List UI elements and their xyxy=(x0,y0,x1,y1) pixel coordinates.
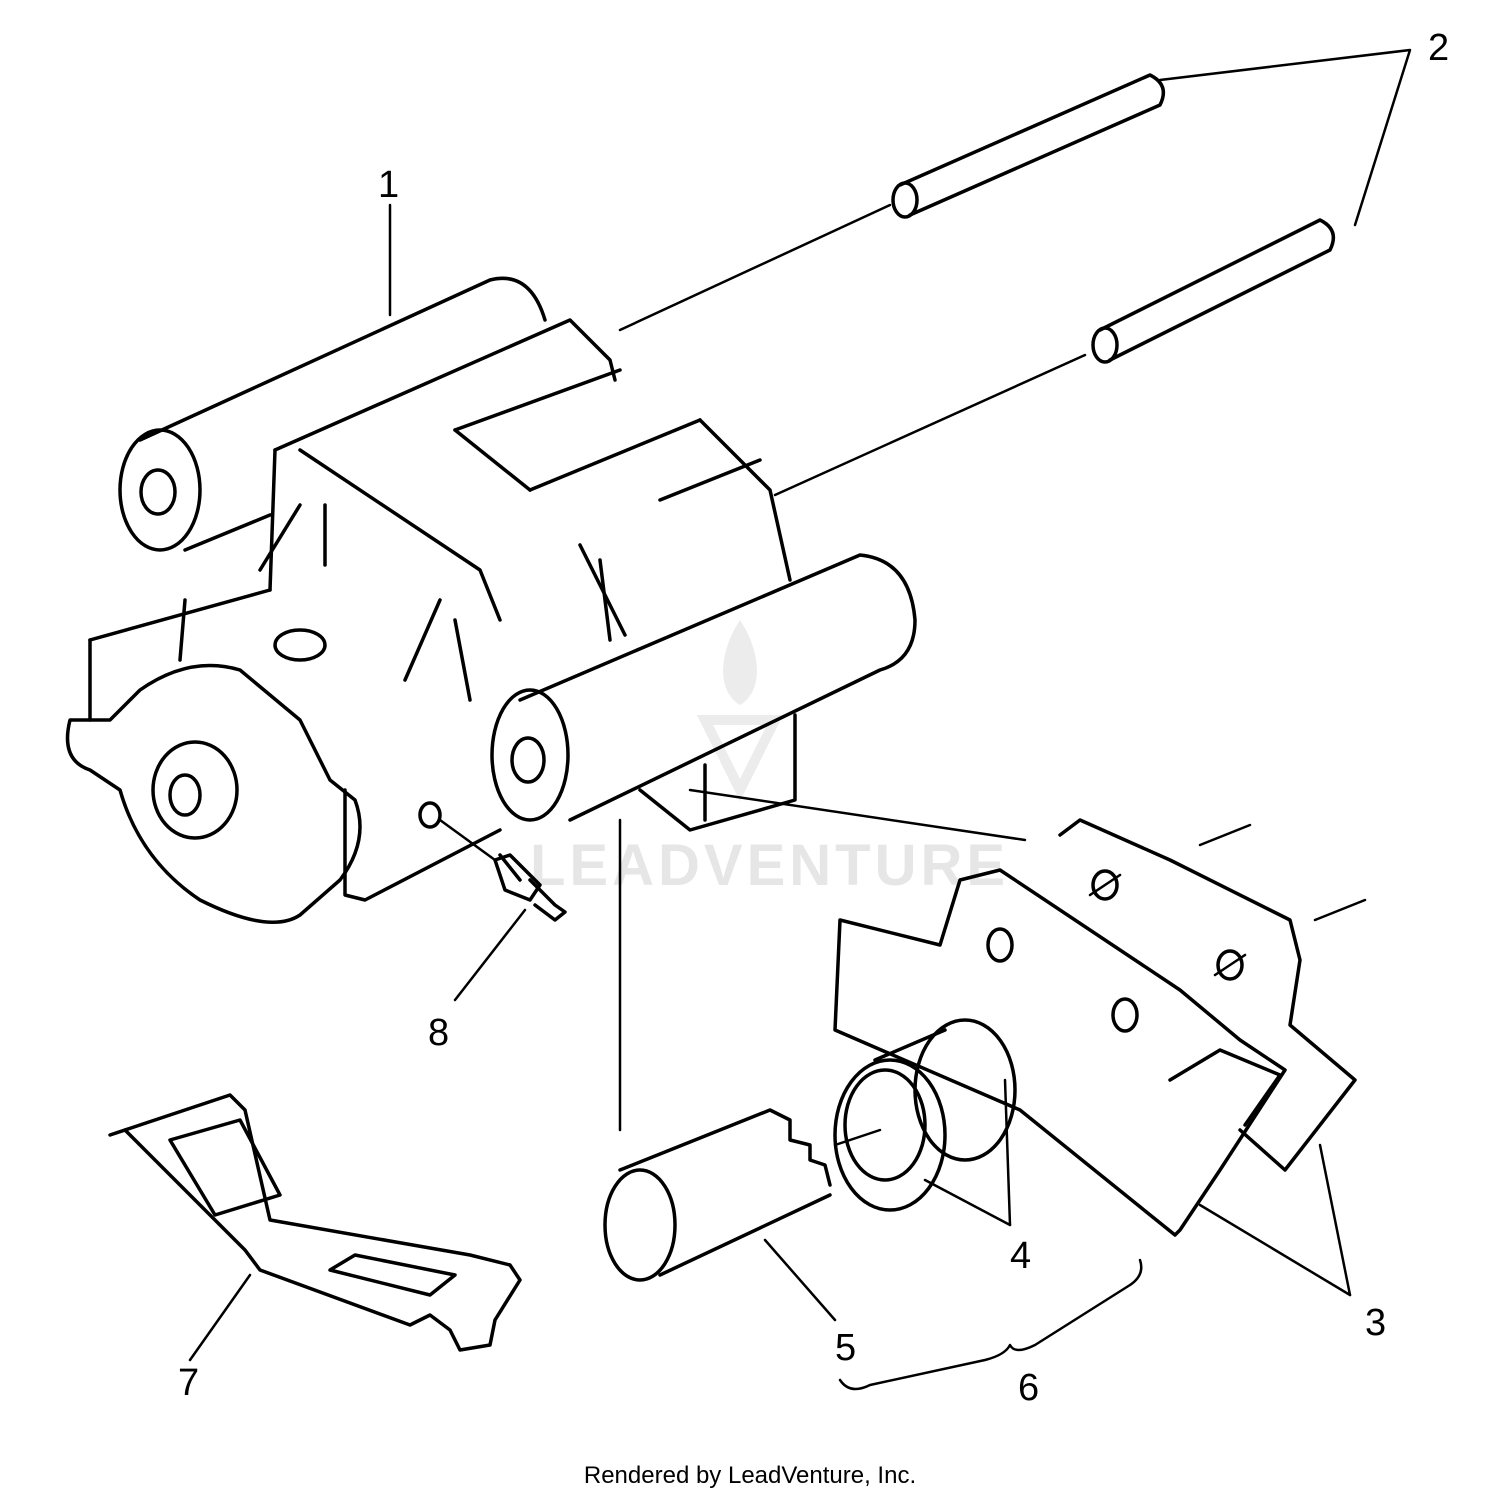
roll-pins xyxy=(618,73,1336,497)
callout-5: 5 xyxy=(835,1327,856,1369)
pump-body xyxy=(65,276,917,925)
watermark-text: LEADVENTURE xyxy=(530,833,1009,898)
retainer-bracket xyxy=(108,1093,522,1352)
cover-plates xyxy=(688,788,1367,1237)
callout-1: 1 xyxy=(378,164,399,206)
callout-labels: 1 2 3 4 5 6 7 8 xyxy=(178,27,1449,1409)
callout-4: 4 xyxy=(1010,1235,1031,1277)
seal-rings xyxy=(833,1018,1017,1212)
callout-3: 3 xyxy=(1365,1302,1386,1344)
callout-8: 8 xyxy=(428,1012,449,1054)
grease-fitting xyxy=(438,818,567,922)
leadventure-watermark: LEADVENTURE xyxy=(530,620,1009,898)
callout-7: 7 xyxy=(178,1362,199,1404)
rendered-by-footer: Rendered by LeadVenture, Inc. xyxy=(583,1462,917,1489)
valve-spool xyxy=(603,818,832,1282)
callout-6: 6 xyxy=(1018,1367,1039,1409)
leader-lines xyxy=(188,48,1412,1391)
callout-2: 2 xyxy=(1428,27,1449,69)
